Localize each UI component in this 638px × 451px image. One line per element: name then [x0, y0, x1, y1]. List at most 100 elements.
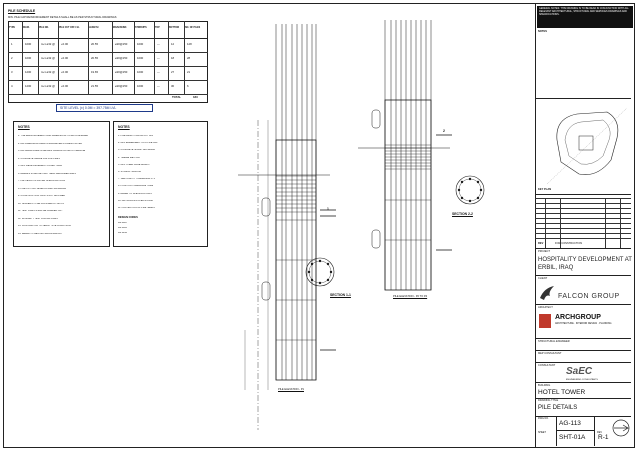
schedule-cell: 1000	[25, 42, 32, 46]
section-2-label: SECTION 2-2	[452, 212, 473, 216]
schedule-cell: 1200	[25, 70, 32, 74]
dwg-no-label: DWG NO.	[538, 417, 549, 420]
note-item: 11. PROTECTION OF PILE HEADS	[118, 207, 155, 209]
schedule-cell: ø20@150	[115, 84, 128, 88]
notes-mid-panel: NOTES 1. PILE LENGTH FROM CUT OFF 2. MIN.…	[113, 121, 208, 247]
schedule-cell: 4+1 ø32 @	[41, 56, 55, 60]
schedule-cell: 1200	[25, 84, 32, 88]
section-1-label: SECTION 1-1	[330, 293, 351, 297]
note-item: 5. MIN. STEEL CAGE LENGTH	[118, 163, 151, 166]
note-item: 12. INTEGRITY TEST FOR ALL PILES	[18, 217, 58, 220]
schedule-header-9: NO. OF PILES	[185, 27, 201, 29]
schedule-subtitle: MIN. PILE CAP REINFORCEMENT DETAILS SHAL…	[8, 16, 117, 19]
schedule-total-label: TOTAL	[172, 95, 182, 99]
building-name: HOTEL TOWER	[538, 389, 586, 396]
client-label: CLIENT	[538, 277, 548, 280]
note-item: BS 8004	[118, 227, 127, 229]
falcon-logo-icon	[540, 286, 554, 300]
notes-left-panel: NOTES 1. THE REINFORCEMENT AND DIMENSION…	[13, 121, 110, 247]
note-item: 4. TREMIE METHOD	[118, 156, 140, 159]
schedule-cell: ø20@150	[115, 42, 128, 46]
north-arrow-icon	[612, 419, 630, 437]
note-item: 8. POSITION TOLERANCE 75MM	[118, 185, 154, 188]
note-item: BS 8110	[118, 222, 127, 224]
note-item: 2. MIN. EMBEDMENT INTO PILE CAP	[118, 142, 158, 145]
schedule-cell: 4+1 ø32 @	[41, 70, 55, 74]
schedule-cell: 1000	[137, 70, 144, 74]
consultant-name: SaEC	[566, 366, 593, 377]
rev-no-label: REV	[597, 431, 602, 434]
note-item: 8. PILE CUT OFF LEVEL AS PER SCHEDULE	[18, 187, 66, 190]
schedule-header-8: BOTTOM	[169, 27, 179, 29]
section-1-1-drawing	[305, 257, 335, 287]
schedule-header-5: MAIN REINF.	[113, 27, 127, 29]
schedule-cell: 18	[171, 56, 175, 60]
note-item: 14. REFER TO GEOTECHNICAL REPORT	[18, 232, 63, 235]
drawing-title-label: DRAWING TITLE	[538, 399, 559, 402]
schedule-title: PILE SCHEDULE	[8, 9, 36, 13]
schedule-cell: —	[157, 56, 160, 60]
note-item: 5. MIN. REINFORCEMENT COVER 75MM	[18, 165, 62, 167]
note-item: 7. LAP LENGTHS AS PER SPECIFICATIONS	[18, 180, 65, 182]
schedule-cell: +0.00	[61, 70, 69, 74]
schedule-cell: 20.55	[91, 56, 98, 60]
schedule-cell: ø20@150	[115, 56, 128, 60]
schedule-cell: 128	[187, 42, 192, 46]
site-level-box: SITE LEVEL (±) 0.0M = 397.75M LVL	[56, 104, 153, 112]
notes-mid-title: NOTES	[118, 125, 130, 129]
note-item: BS 4449	[118, 232, 127, 234]
sheet-no: SHT-01A	[559, 434, 586, 441]
note-item: 9. REFER TO SPECIFICATIONS	[118, 192, 152, 195]
rev-desc: FOR CONSTRUCTION	[555, 242, 583, 245]
note-item: 1. PILE LENGTH FROM CUT OFF	[118, 135, 154, 137]
note-item: 10. SPACERS TO BE PROVIDED AT 3M C/C	[18, 202, 65, 205]
architect-sub: ARCHITECTURE · INTERIOR DESIGN · PLANNIN…	[555, 322, 612, 325]
drawing-title: PILE DETAILS	[538, 405, 578, 411]
schedule-cell: 28	[187, 56, 191, 60]
note-item: 13. CONTRACTOR TO VERIFY SITE CONDITIONS	[18, 225, 72, 227]
note-item: 9. CONSTRUCTION JOINTS NOT ALLOWED	[18, 195, 66, 197]
dwg-no: AG-113	[559, 420, 581, 427]
mep-label: MEP CONSULTANT	[538, 352, 562, 355]
architect-name: ARCHGROUP	[555, 314, 601, 321]
archgroup-logo-icon	[539, 314, 551, 328]
schedule-cell: —	[157, 70, 160, 74]
general-notes-box: GENERAL NOTES: THIS DRAWING IS TO BE REA…	[537, 6, 633, 28]
notes-mid-extra-title: DESIGN CODES	[118, 216, 138, 219]
schedule-header-6: STIRRUPS	[135, 27, 147, 29]
schedule-cell: 1000	[137, 56, 144, 60]
schedule-cell: +0.00	[61, 84, 69, 88]
schedule-cell: +0.00	[61, 56, 69, 60]
schedule-total-value: 183	[193, 95, 198, 99]
sheet-label: SHEET	[538, 431, 546, 434]
project-label: PROJECT	[538, 250, 551, 253]
schedule-cell: 12	[171, 42, 175, 46]
pile-elevation-p1-label: PILE ELEVATION - P1	[278, 388, 304, 391]
note-item: 11. TEST PILES SHALL BE CARRIED OUT	[18, 210, 63, 212]
pile-elevation-p1	[238, 24, 336, 430]
section-mark-1: 1	[327, 207, 329, 211]
note-item: 7. VERTICALITY TOLERANCE 1:75	[118, 178, 155, 181]
schedule-cell: 4+1 ø32 @	[41, 84, 55, 88]
note-item: 6. REBARS SHALL BE HIGH YIELD DEFORMED B…	[18, 172, 76, 175]
schedule-cell: 6	[187, 84, 189, 88]
schedule-cell: 3	[11, 70, 13, 74]
site-level-text: SITE LEVEL (±) 0.0M = 397.75M LVL	[60, 106, 117, 110]
schedule-cell: ø20@150	[115, 70, 128, 74]
schedule-cell: —	[157, 42, 160, 46]
note-item: 3. CONCRETE SLUMP 180–220MM	[118, 149, 156, 152]
schedule-cell: 4	[11, 84, 13, 88]
schedule-cell: 4+1 ø32 @	[41, 42, 55, 46]
note-item: 2. ALL DIMENSIONS ARE IN MILLIMETERS UNL…	[18, 142, 83, 145]
schedule-cell: 21	[187, 70, 191, 74]
schedule-cell: 1000	[25, 56, 32, 60]
schedule-cell: 1	[11, 42, 13, 46]
consultant-sub: ENGINEERING CONSULTANTS	[566, 379, 598, 381]
schedule-cell: 2	[11, 56, 13, 60]
title-block	[535, 3, 635, 448]
schedule-cell: 1000	[137, 84, 144, 88]
pile-elevation-p2-label: PILE ELEVATION - P2 TO P4	[393, 295, 428, 298]
architect-label: ARCHITECT	[538, 306, 553, 309]
